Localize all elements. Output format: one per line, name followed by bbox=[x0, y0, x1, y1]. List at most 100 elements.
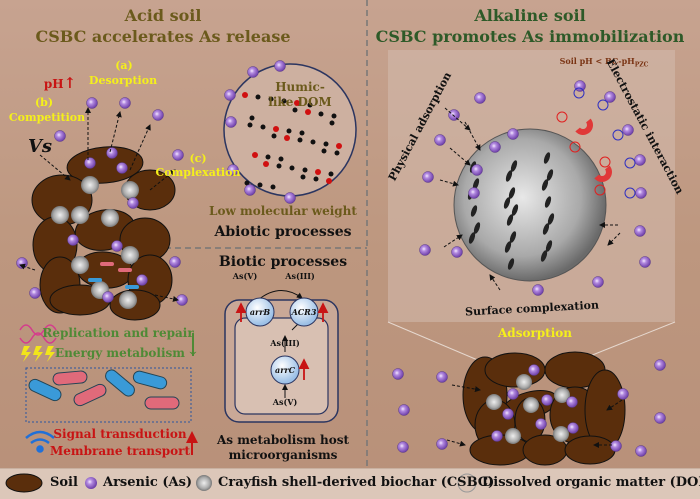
migration-arrows bbox=[19, 107, 623, 448]
arsenic-ion bbox=[397, 441, 409, 453]
arsenic-ion bbox=[507, 388, 519, 400]
positive-charge bbox=[599, 156, 611, 168]
biochar-particle bbox=[505, 428, 521, 444]
atom bbox=[305, 109, 311, 115]
legend-dom-icon bbox=[457, 473, 477, 493]
arsenic-ion bbox=[639, 256, 651, 268]
down-arrow-glyph: ↓ bbox=[186, 340, 200, 359]
arsenic-ion bbox=[102, 291, 114, 303]
soil-particle bbox=[564, 435, 616, 465]
as-v-top-label: As(V) bbox=[232, 271, 258, 281]
atom bbox=[284, 135, 290, 141]
biochar-particle bbox=[81, 176, 99, 194]
pore bbox=[545, 240, 553, 252]
legend-soil-label: Soil bbox=[50, 475, 78, 490]
arsenic-ion bbox=[471, 164, 483, 176]
negative-charge bbox=[624, 157, 636, 169]
mechanism-competition: Competition bbox=[8, 111, 86, 124]
pore bbox=[473, 222, 481, 234]
legend-csbc-label: Crayfish shell-derived biochar (CSBC) bbox=[218, 475, 495, 490]
ph-label: pH↑ bbox=[44, 74, 76, 92]
alkaline-soil-aggregate bbox=[462, 351, 626, 466]
atom bbox=[315, 169, 321, 175]
arsenic-ion bbox=[176, 294, 188, 306]
arsenic-ion bbox=[84, 157, 96, 169]
atom bbox=[334, 150, 340, 156]
arsenic-ion bbox=[224, 89, 236, 101]
arrc-gene-label: arrC bbox=[275, 365, 295, 375]
atom bbox=[297, 137, 303, 143]
pore bbox=[511, 204, 519, 216]
microbe bbox=[88, 278, 102, 282]
microbe bbox=[125, 285, 139, 289]
atom bbox=[294, 100, 300, 106]
arsenic-ion bbox=[592, 276, 604, 288]
arsenic-ion bbox=[106, 147, 118, 159]
arsenic-ion bbox=[436, 371, 448, 383]
signal-transduction-label: Signal transduction bbox=[53, 427, 187, 441]
mechanism-b-tag: (b) bbox=[34, 96, 54, 109]
atom bbox=[244, 180, 250, 186]
biochar-particle bbox=[51, 206, 69, 224]
arsenic-ion bbox=[566, 396, 578, 408]
mechanism-complexation: Complexation bbox=[155, 166, 241, 179]
atom bbox=[271, 133, 277, 139]
pore bbox=[506, 214, 514, 226]
atom bbox=[276, 163, 282, 169]
atom bbox=[299, 130, 305, 136]
biochar-particle bbox=[523, 397, 539, 413]
alkaline-soil-title: Alkaline soil bbox=[474, 6, 586, 25]
arsenic-ion bbox=[635, 445, 647, 457]
mechanism-c-tag: (c) bbox=[189, 152, 207, 165]
arsenic-ion bbox=[86, 97, 98, 109]
biochar-particle bbox=[121, 246, 139, 264]
positive-charge bbox=[594, 184, 606, 196]
pore bbox=[472, 178, 480, 190]
arsenic-ion bbox=[528, 364, 540, 376]
bacteria-group bbox=[28, 369, 180, 410]
atom bbox=[300, 174, 306, 180]
atom bbox=[331, 113, 337, 119]
atom bbox=[313, 176, 319, 182]
arsenic-ion bbox=[604, 91, 616, 103]
arsenic-ion bbox=[119, 97, 131, 109]
bacterium bbox=[73, 383, 107, 407]
negative-charge bbox=[597, 99, 609, 111]
biochar-particle bbox=[71, 206, 89, 224]
arsenic-ion bbox=[436, 438, 448, 450]
dom-molecule-structure bbox=[242, 92, 342, 190]
negative-charge bbox=[612, 129, 624, 141]
mechanism-desorption: Desorption bbox=[88, 74, 158, 87]
atom bbox=[326, 178, 332, 184]
arsenic-ion bbox=[502, 408, 514, 420]
biochar-particle bbox=[486, 394, 502, 410]
atom bbox=[257, 182, 263, 188]
arsenic-particles bbox=[16, 60, 666, 457]
arsenic-ion bbox=[451, 246, 463, 258]
pore bbox=[509, 231, 517, 243]
atom bbox=[318, 111, 324, 117]
arrow bbox=[129, 124, 151, 171]
ph-condition-text: Soil pH < BC-pH bbox=[559, 56, 635, 66]
atom bbox=[281, 98, 287, 104]
arsenic-ion bbox=[491, 430, 503, 442]
ph-text: pH bbox=[43, 77, 64, 91]
magnet-icon bbox=[594, 165, 612, 182]
pore bbox=[504, 241, 512, 253]
replication-repair-label: Replication and repair bbox=[42, 326, 194, 340]
arrc-enzyme bbox=[270, 355, 300, 385]
arsenic-ion bbox=[54, 130, 66, 142]
arsenic-ion bbox=[567, 422, 579, 434]
arrow bbox=[607, 232, 621, 246]
magnet-icon bbox=[575, 118, 593, 135]
positive-charge bbox=[569, 141, 581, 153]
pore bbox=[540, 250, 548, 262]
arrow bbox=[606, 399, 623, 411]
arsenic-ion bbox=[284, 192, 296, 204]
as-v-bottom-label: As(V) bbox=[272, 397, 298, 407]
positive-charge bbox=[556, 111, 568, 123]
legend-csbc-icon bbox=[196, 475, 212, 491]
arrow bbox=[464, 121, 481, 151]
pore bbox=[541, 179, 549, 191]
bacterium bbox=[52, 370, 88, 386]
